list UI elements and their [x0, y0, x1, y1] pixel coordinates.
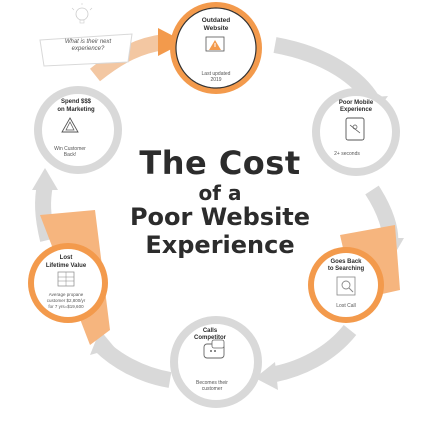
goes-back-sub-1: Lost Call — [336, 303, 355, 309]
arrowhead-bottom-right — [255, 362, 278, 390]
arrow-bottom-left — [94, 339, 172, 388]
search-icon — [336, 276, 356, 296]
stage-goes-back: Goes Back to Searching Lost Call — [308, 247, 384, 323]
question-text-span: What is their next experience? — [64, 39, 112, 52]
goes-back-label-1: Goes Back — [330, 259, 362, 265]
spend-sub-2: Back! — [64, 152, 77, 158]
ltv-sub-1: Average propane — [49, 292, 84, 297]
outdated-label-1: Outdated — [202, 17, 231, 24]
goes-back-label-2: to Searching — [328, 266, 365, 272]
title-line-2: of a — [198, 181, 242, 205]
stage-lost-ltv: Lost Lifetime Value Average propane cust… — [28, 243, 108, 323]
mobile-label-2: Experience — [340, 107, 373, 113]
title-line-3: Poor Website — [129, 203, 311, 231]
arrowhead-bottom-left — [90, 330, 115, 355]
arrow-bottom-right — [268, 324, 357, 383]
recycle-icon — [61, 117, 79, 133]
ltv-sub-3: for 7 yrs=$19,600 — [48, 304, 84, 309]
stage-poor-mobile: Poor Mobile Experience 2+ seconds — [312, 88, 400, 176]
mobile-label-1: Poor Mobile — [339, 100, 374, 106]
stage-outdated-website: Outdated Website Last updated 2019 — [170, 2, 262, 94]
building-icon — [57, 271, 75, 287]
calls-label-1: Calls — [203, 328, 218, 334]
stage-calls-competitor: Calls Competitor Becomes their customer — [170, 316, 262, 408]
phone-icon — [345, 117, 365, 141]
question-text: What is their next experience? — [48, 39, 128, 53]
calls-sub-1: Becomes their — [196, 380, 228, 386]
stage-spend-marketing: Spend $$$ on Marketing Win Customer Back… — [34, 86, 122, 174]
lightbulb-icon — [71, 3, 93, 24]
question-bubble — [39, 3, 133, 67]
calls-sub-2: customer — [202, 386, 223, 392]
calls-label-2: Competitor — [194, 335, 227, 341]
outdated-sub-1: Last updated — [202, 71, 231, 77]
spend-label-1: Spend $$$ — [61, 99, 92, 105]
mobile-sub-1: 2+ seconds — [334, 151, 360, 157]
title-line-1: The Cost — [139, 144, 301, 182]
warning-icon — [205, 36, 225, 52]
ltv-sub-2: customer $2,800/yr — [47, 298, 86, 303]
outdated-label-2: Website — [204, 25, 229, 32]
chat-icon — [203, 339, 225, 359]
ltv-label-1: Lost — [60, 255, 73, 261]
spend-sub-1: Win Customer — [54, 146, 86, 152]
spend-label-2: on Marketing — [57, 107, 95, 113]
page-title: The Cost of a Poor Website Experience — [110, 145, 330, 259]
ltv-label-2: Lifetime Value — [46, 263, 87, 269]
arrowhead-left — [32, 168, 58, 190]
outdated-sub-2: 2019 — [210, 77, 221, 83]
title-line-4: Experience — [145, 231, 295, 259]
